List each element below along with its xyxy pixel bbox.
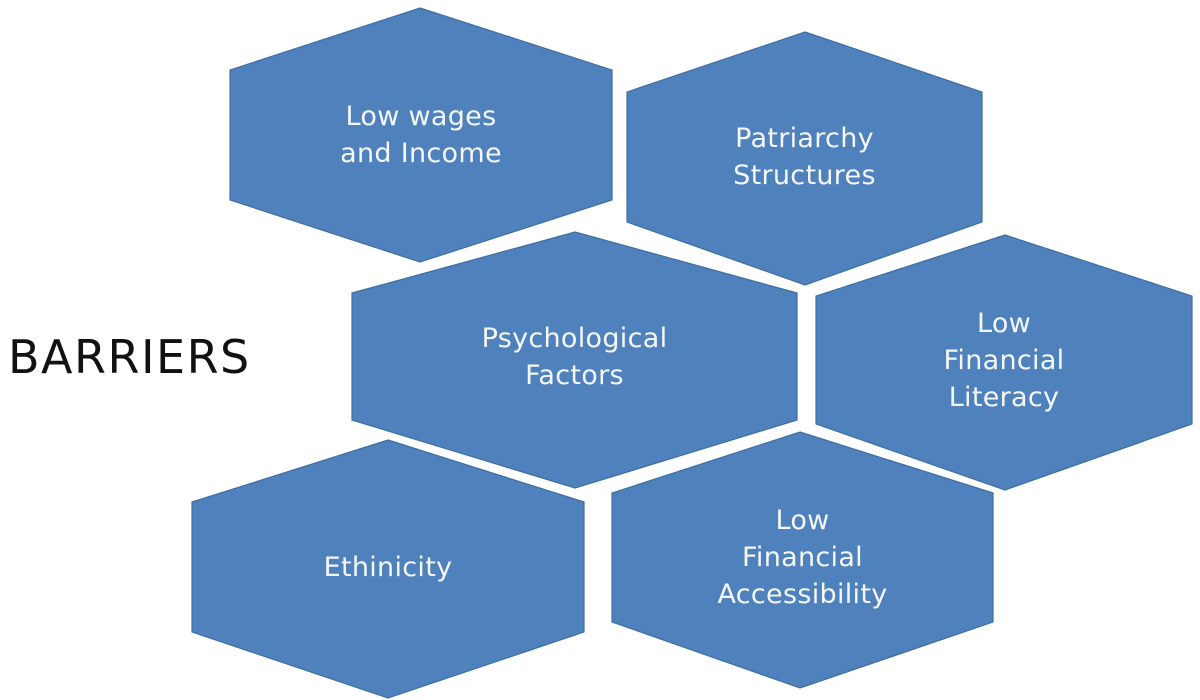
- hexagon-patriarchy: [626, 31, 983, 286]
- hexagon-label-financial-accessibility: Low Financial Accessibility: [612, 493, 993, 622]
- hexagon-label-ethinicity: Ethinicity: [192, 502, 584, 632]
- hexagon-psychological: [351, 231, 798, 489]
- hexagon-label-patriarchy: Patriarchy Structures: [627, 92, 982, 226]
- label-line: Psychological: [481, 322, 668, 354]
- label-line: Financial: [943, 344, 1065, 376]
- label-line: Low wages: [345, 101, 497, 132]
- diagram-title: BARRIERS: [8, 330, 251, 384]
- label-line: Low: [775, 505, 830, 536]
- label-line: and Income: [340, 138, 502, 169]
- label-line: Ethinicity: [323, 551, 453, 583]
- label-line: Literacy: [948, 381, 1060, 413]
- label-line: Patriarchy: [735, 123, 874, 154]
- hexagon-low-wages: [229, 7, 613, 263]
- hexagon-label-psychological: Psychological Factors: [352, 293, 797, 424]
- label-line: Structures: [733, 160, 876, 191]
- label-line: Factors: [525, 359, 624, 391]
- label-line: Low: [976, 307, 1032, 339]
- label-line: Accessibility: [717, 579, 888, 610]
- hexagon-label-low-wages: Low wages and Income: [230, 70, 612, 204]
- hexagon-ethinicity: [191, 439, 585, 699]
- hexagon-financial-literacy: [815, 234, 1193, 491]
- hexagon-label-financial-literacy: Low Financial Literacy: [816, 296, 1192, 424]
- hexagon-financial-accessibility: [611, 431, 994, 689]
- label-line: Financial: [742, 542, 863, 573]
